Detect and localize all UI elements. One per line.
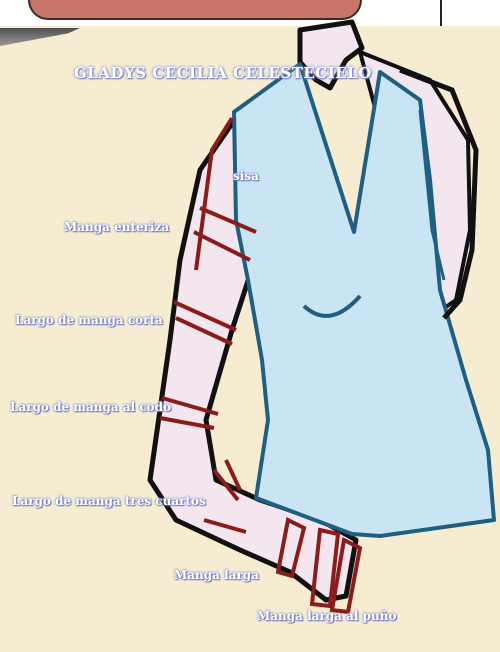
label-manga-codo: Largo de manga al codo [10, 400, 171, 414]
label-manga-larga-puno: Manga larga al puño [257, 609, 396, 623]
label-manga-corta: Largo de manga corta [15, 313, 163, 327]
label-manga-larga: Manga larga [174, 568, 259, 582]
label-sisa: sisa [233, 169, 259, 183]
label-manga-enteriza: Manga enteriza [64, 220, 169, 234]
author-title: GLADYS CECILIA CELESTECIELO [74, 64, 372, 82]
label-manga-tres-cuartos: Largo de manga tres cuartos [12, 494, 206, 508]
